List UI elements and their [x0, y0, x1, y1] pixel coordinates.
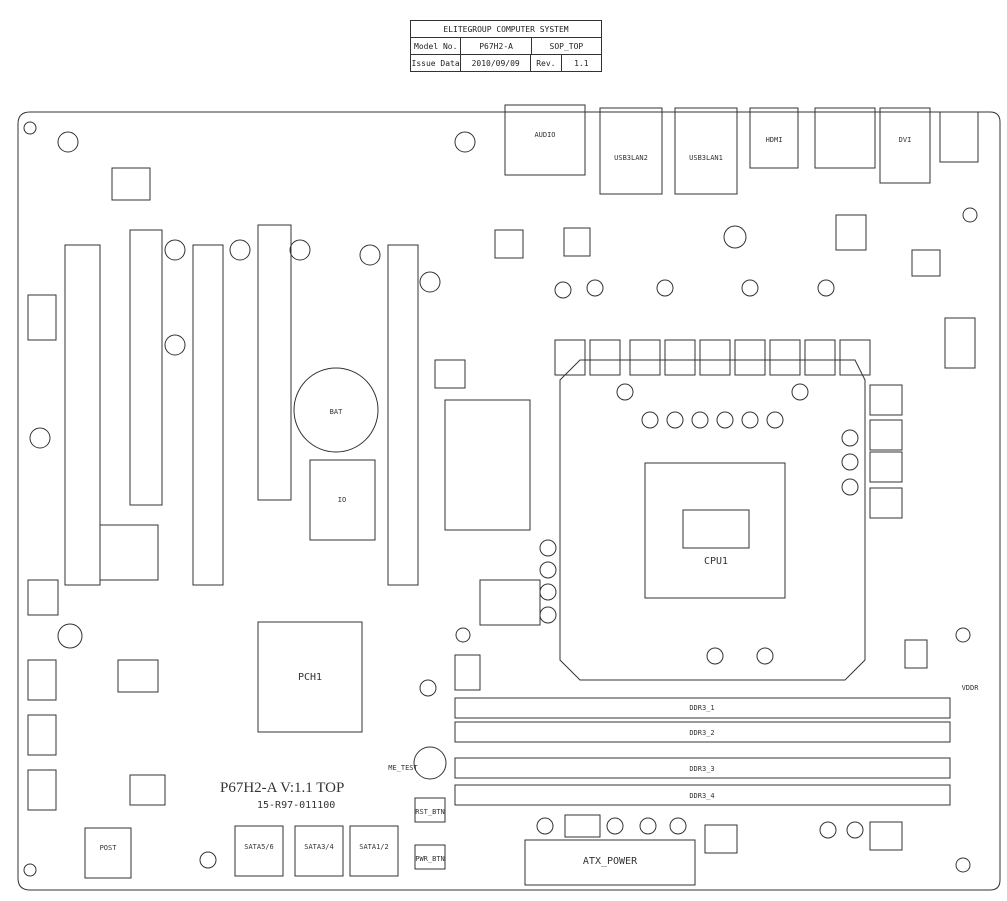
cpu-center-pads [682, 509, 750, 549]
label-ddr3-4: DDR3_4 [689, 792, 714, 800]
label-audio: AUDIO [534, 131, 555, 139]
sata-5-6 [234, 825, 284, 877]
pci-slot-1 [129, 229, 163, 506]
pwr-btn [414, 844, 446, 870]
vga-area [444, 399, 531, 531]
post-display [84, 827, 132, 879]
label-hdmi: HDMI [766, 136, 783, 144]
mount-hole [962, 207, 978, 223]
audio-jack-block [504, 104, 586, 176]
mount-hole [23, 121, 37, 135]
hdmi-port [749, 107, 799, 169]
pcie-slot-3 [387, 244, 419, 586]
mount-hole [955, 627, 971, 643]
label-usb-lan-1: USB3LAN1 [689, 154, 723, 162]
pci-slot-2 [257, 224, 292, 501]
label-io: IO [338, 496, 346, 504]
label-sata-3-4: SATA3/4 [304, 843, 334, 851]
issue-date: 2010/09/09 [461, 55, 532, 71]
label-ddr3-3: DDR3_3 [689, 765, 714, 773]
dvi-port [879, 107, 931, 184]
hdmi-port-2 [814, 107, 876, 169]
rev-label: Rev. [531, 55, 562, 71]
label-rst-btn: RST_BTN [415, 808, 445, 816]
mount-hole [455, 627, 471, 643]
atx-power [524, 839, 696, 886]
label-vddr: VDDR [962, 684, 980, 692]
label-sata-1-2: SATA1/2 [359, 843, 389, 851]
usb-lan-2 [599, 107, 663, 195]
label-pwr-btn: PWR_BTN [415, 855, 445, 863]
label-ddr3-2: DDR3_2 [689, 729, 714, 737]
board-part-no: 15-R97-011100 [257, 800, 336, 811]
pch-chip [257, 621, 363, 733]
clr-cmos [939, 111, 979, 163]
label-post: POST [100, 844, 118, 852]
doc-value: SOP_TOP [549, 41, 584, 51]
cpu-socket-outline [559, 359, 866, 681]
label-dvi: DVI [899, 136, 912, 144]
pcie-slot-2 [192, 244, 224, 586]
issue-label: Issue Data [411, 55, 462, 71]
model-label: Model No. [411, 38, 462, 54]
label-cpu: CPU1 [704, 556, 728, 567]
pcie-slot-1 [64, 244, 101, 586]
sata-1-2 [349, 825, 399, 877]
title-block: ELITEGROUP COMPUTER SYSTEM Model No. P67… [410, 20, 602, 72]
dimm-2 [454, 721, 951, 743]
mount-hole [955, 857, 971, 873]
board-outline [17, 111, 1001, 891]
company-name: ELITEGROUP COMPUTER SYSTEM [443, 24, 569, 34]
battery [293, 367, 379, 453]
label-sata-5-6: SATA5/6 [244, 843, 274, 851]
sata-3-4 [294, 825, 344, 877]
mount-hole [23, 863, 37, 877]
label-usb-lan-2: USB3LAN2 [614, 154, 648, 162]
dimm-1 [454, 697, 951, 719]
dimm-3 [454, 757, 951, 779]
io-chip [309, 459, 376, 541]
board-silk-title: P67H2-A V:1.1 TOP [220, 780, 345, 796]
rev-value: 1.1 [574, 58, 589, 68]
usb-lan-1 [674, 107, 738, 195]
label-bat: BAT [330, 408, 343, 416]
label-pch: PCH1 [298, 672, 322, 683]
label-atx-power: ATX_POWER [583, 856, 638, 867]
label-me-test: ME_TEST [388, 764, 418, 772]
atx12v [944, 317, 976, 369]
model-value: P67H2-A [461, 38, 532, 54]
dimm-4 [454, 784, 951, 806]
rst-btn [414, 797, 446, 823]
label-ddr3-1: DDR3_1 [689, 704, 714, 712]
cpu-core [644, 462, 786, 599]
